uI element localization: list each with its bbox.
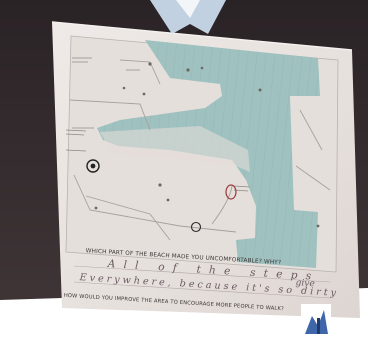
watermark-logo: [150, 0, 226, 34]
marker-circle-bottom: [190, 221, 202, 233]
paper-edge-light: [51, 21, 353, 51]
answer-rules: [73, 265, 331, 299]
land-block: [100, 126, 250, 172]
sticker-logo: [301, 304, 331, 338]
map-roads: [69, 59, 331, 241]
marker-circle-left: [86, 159, 100, 173]
marker-circle-right: [225, 184, 237, 200]
map-dots: [94, 62, 320, 228]
